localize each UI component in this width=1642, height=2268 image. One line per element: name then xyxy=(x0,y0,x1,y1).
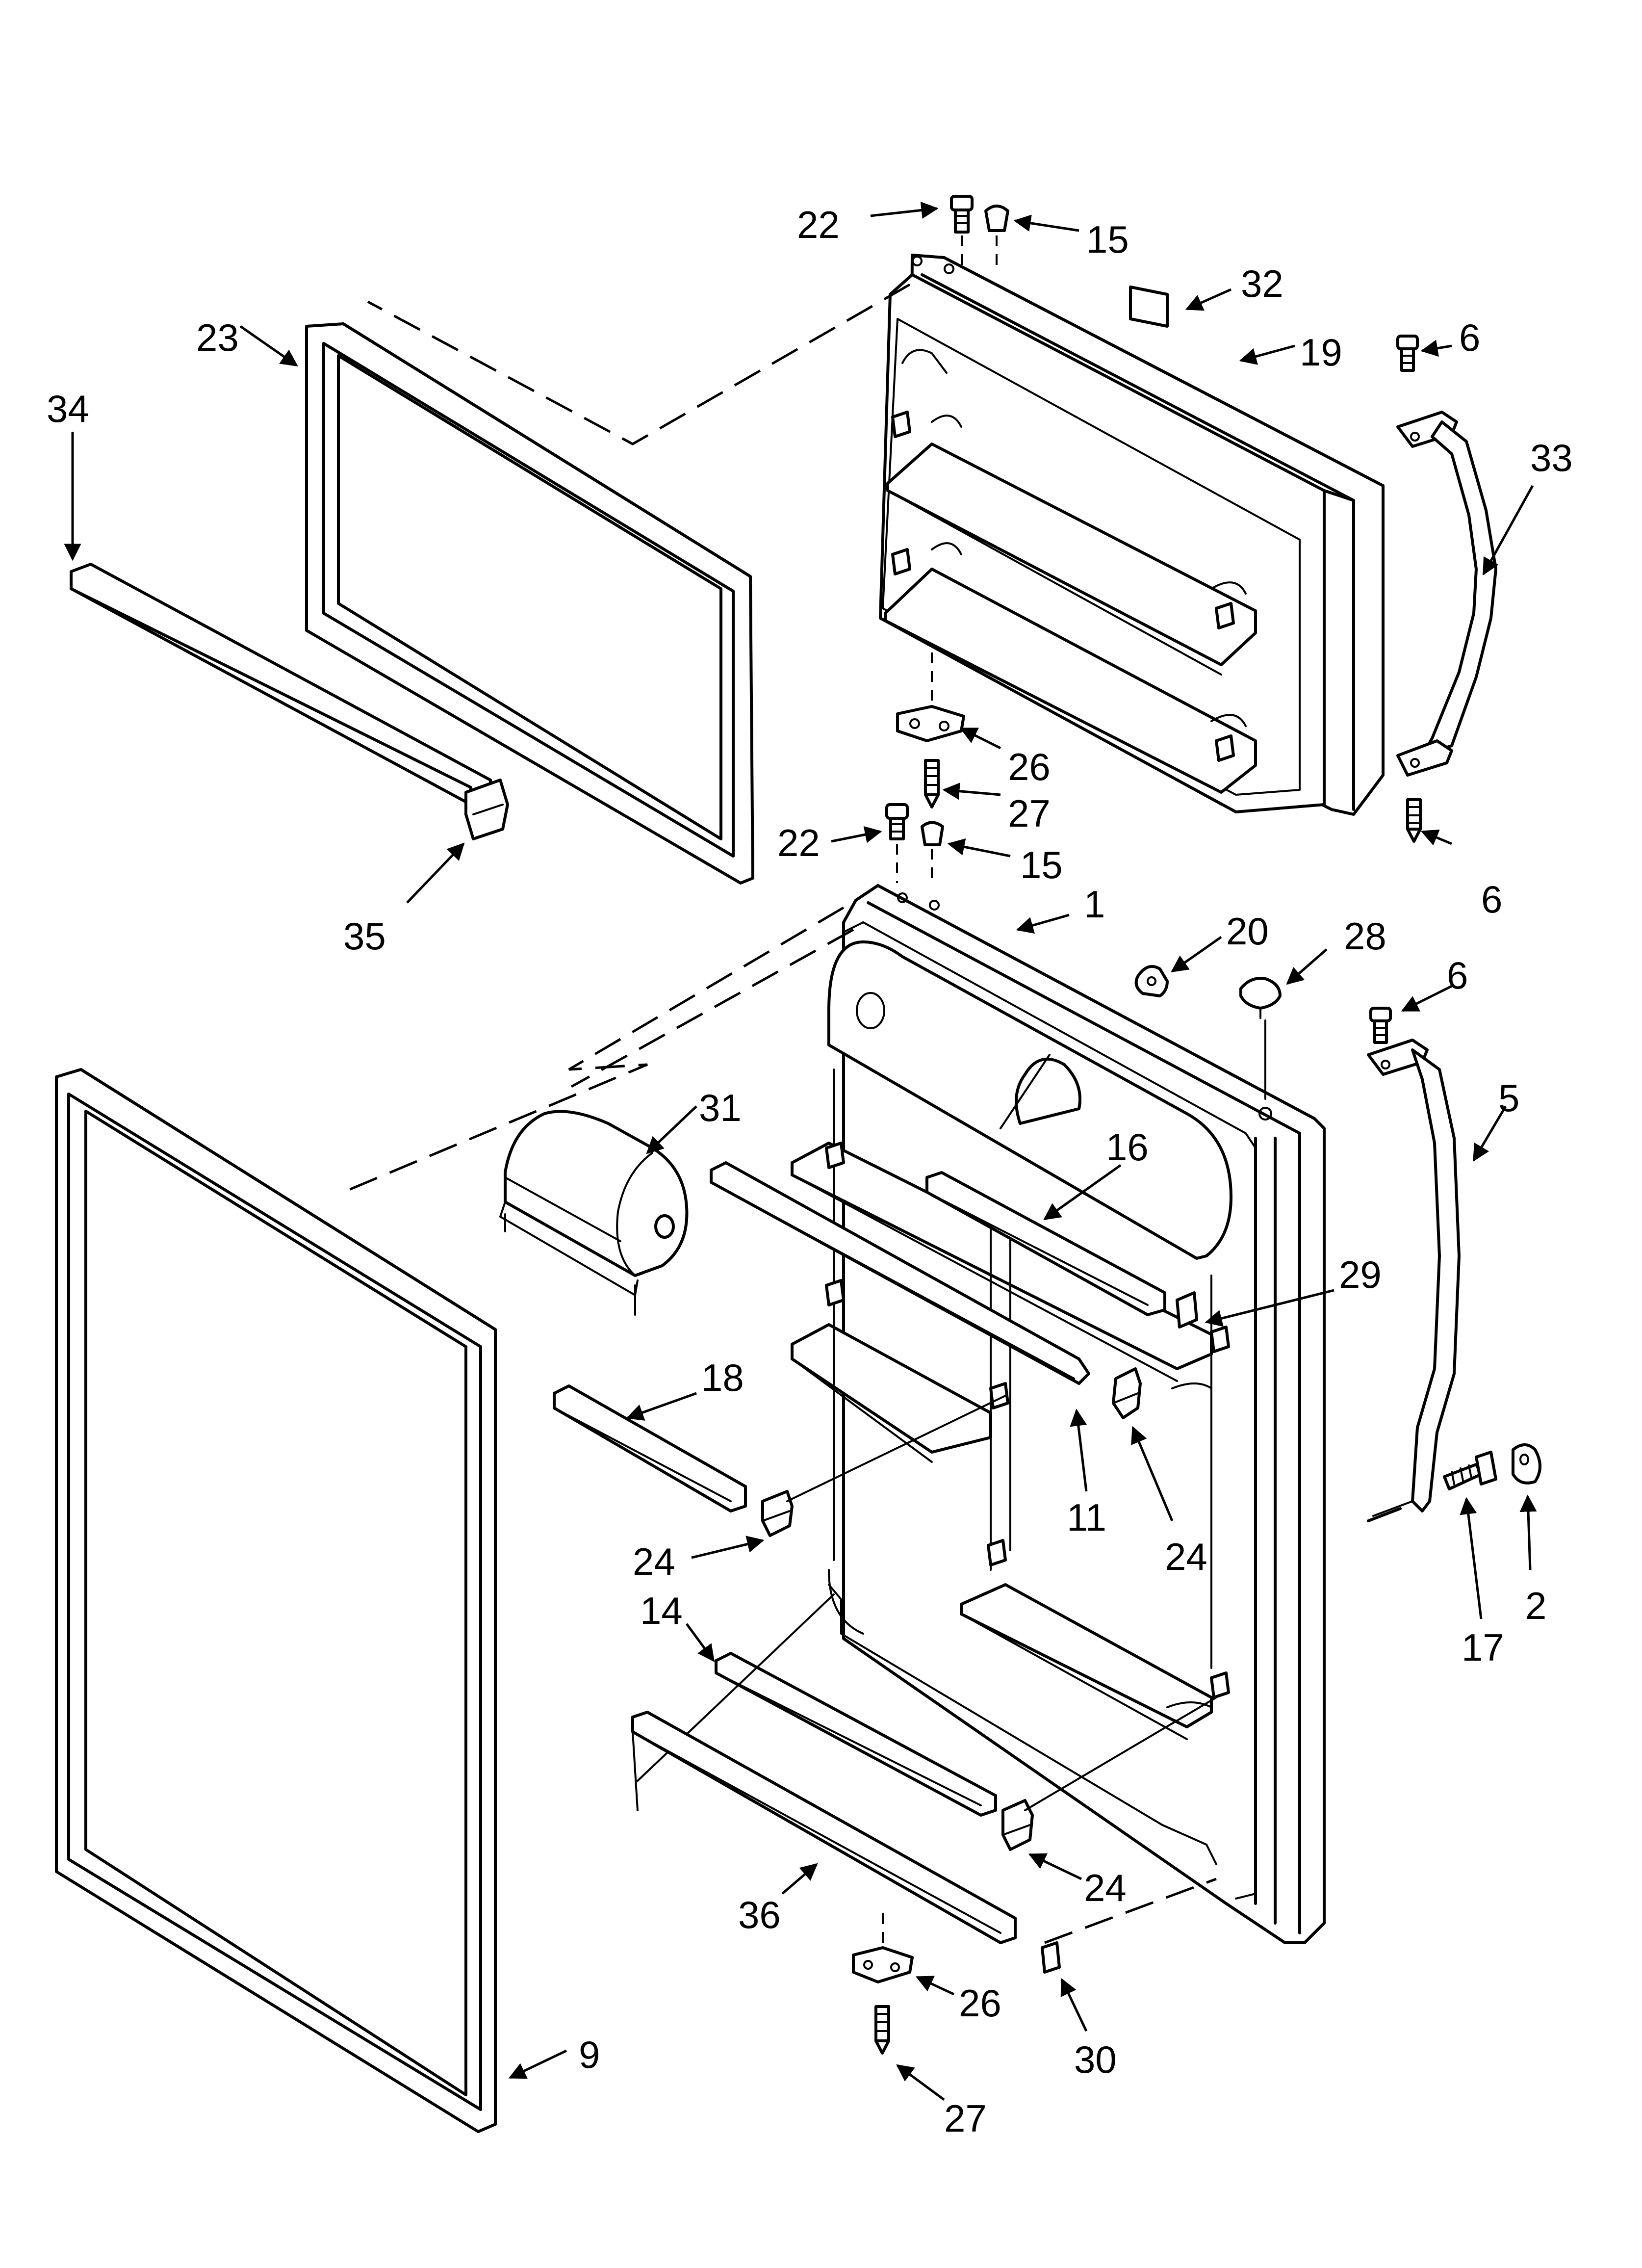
handle-screw-lower xyxy=(1443,1451,1497,1490)
callout-35: 35 xyxy=(343,914,386,958)
callout-6: 6 xyxy=(1447,954,1468,997)
callout-22: 22 xyxy=(797,203,840,246)
callout-28: 28 xyxy=(1344,914,1386,958)
callout-24: 24 xyxy=(633,1540,675,1583)
callout-20: 20 xyxy=(1226,910,1269,953)
callout-24: 24 xyxy=(1084,1866,1127,1909)
screw-top-freezer xyxy=(950,195,974,234)
callout-16: 16 xyxy=(1106,1125,1149,1169)
callout-27: 27 xyxy=(944,2097,987,2140)
plug-top-fresh-food xyxy=(921,821,944,846)
callout-23: 23 xyxy=(196,316,239,359)
callout-14: 14 xyxy=(640,1589,683,1632)
callout-19: 19 xyxy=(1300,331,1342,374)
callout-32: 32 xyxy=(1241,262,1283,305)
handle-screw-cover xyxy=(1512,1443,1541,1485)
callout-15: 15 xyxy=(1020,843,1063,886)
callout-26: 26 xyxy=(1008,745,1051,788)
callout-6: 6 xyxy=(1459,316,1480,359)
door-bottom-retainer xyxy=(631,1711,1017,1944)
fresh-food-door-handle xyxy=(1367,1039,1461,1517)
callout-2: 2 xyxy=(1525,1584,1546,1627)
callout-30: 30 xyxy=(1074,2038,1117,2081)
lower-hinge-screw xyxy=(874,2005,890,2055)
door-shelf-retainer-lower xyxy=(715,1652,1034,1851)
plug-top-freezer xyxy=(984,205,1009,232)
freezer-door-handle xyxy=(1396,411,1497,777)
callout-36: 36 xyxy=(738,1893,781,1936)
callout-24: 24 xyxy=(1165,1535,1207,1578)
callout-22: 22 xyxy=(777,821,820,864)
freezer-door xyxy=(879,254,1385,816)
upper-hinge-bushing xyxy=(896,705,965,742)
callout-11: 11 xyxy=(1067,1496,1106,1539)
bottom-retainer-end-cap xyxy=(1041,1941,1061,1974)
door-shelf-retainer-long xyxy=(710,1161,1142,1419)
callout-leaders xyxy=(64,202,1537,2101)
callout-27: 27 xyxy=(1008,792,1051,835)
dairy-shelf-retainer xyxy=(925,1171,1166,1316)
door-stop xyxy=(1134,965,1169,997)
fresh-food-door-gasket xyxy=(55,1068,497,2133)
strip-end-clip xyxy=(464,779,509,840)
callout-29: 29 xyxy=(1339,1253,1382,1296)
hole-plug xyxy=(1239,977,1282,1019)
callout-31: 31 xyxy=(699,1086,742,1129)
callout-9: 9 xyxy=(579,2033,600,2076)
callout-5: 5 xyxy=(1498,1076,1519,1120)
door-shelf-retainer-short xyxy=(553,1384,794,1537)
callout-1: 1 xyxy=(1084,883,1105,926)
callout-34: 34 xyxy=(47,387,89,430)
callout-33: 33 xyxy=(1530,436,1573,479)
callout-labels: 22 15 32 23 19 6 34 33 26 27 22 15 6 35 … xyxy=(47,203,1573,2140)
lower-hinge-bushing xyxy=(852,1946,914,1983)
callout-17: 17 xyxy=(1462,1626,1504,1669)
handle-screw-upper xyxy=(1369,1007,1392,1044)
handle-screw-bottom xyxy=(1406,798,1422,843)
callout-15: 15 xyxy=(1086,218,1129,261)
retainer-end-cap xyxy=(1176,1291,1198,1329)
freezer-door-gasket xyxy=(305,322,754,885)
handle-screw-top xyxy=(1396,335,1419,372)
callout-18: 18 xyxy=(701,1356,744,1399)
callout-26: 26 xyxy=(959,1981,1001,2025)
upper-hinge-screw xyxy=(924,759,940,808)
screw-top-fresh-food xyxy=(885,803,909,840)
fresh-food-door xyxy=(791,884,1326,1944)
callout-6: 6 xyxy=(1481,878,1502,921)
